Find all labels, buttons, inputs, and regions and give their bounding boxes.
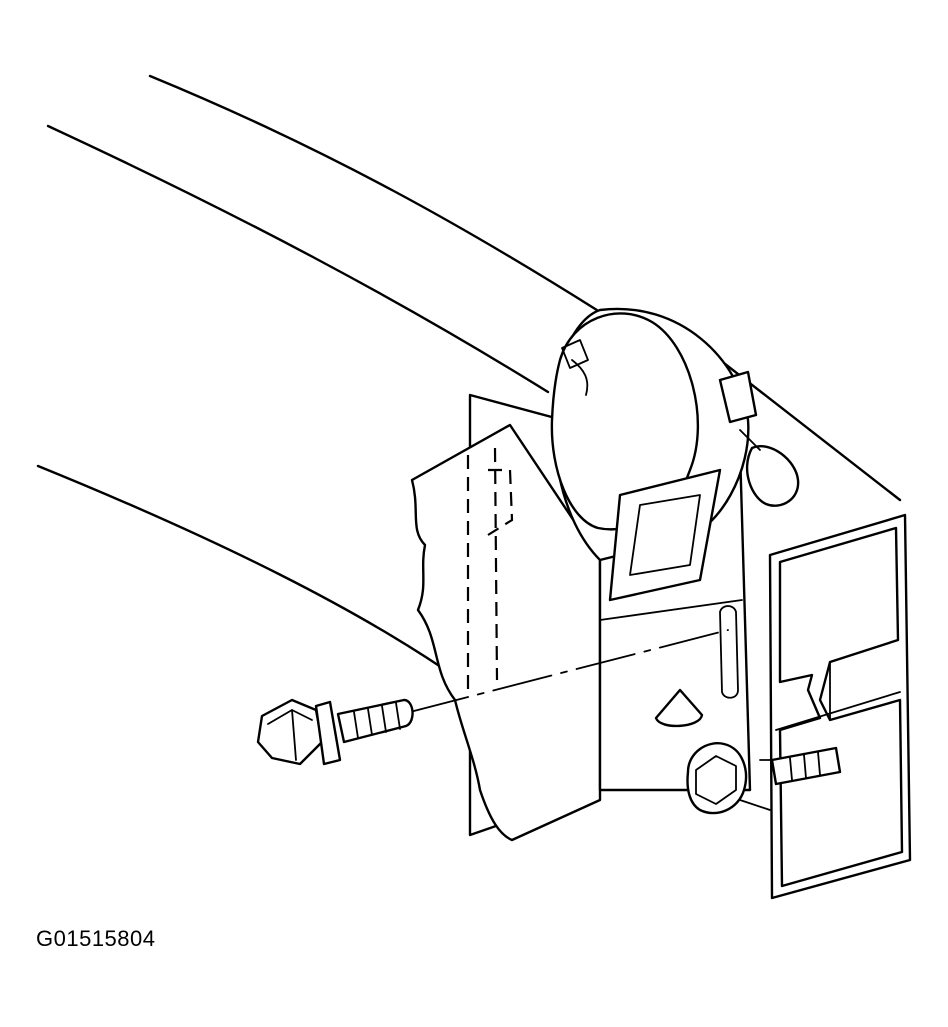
alignment-line (409, 629, 729, 713)
installed-bolt (686, 742, 842, 815)
loose-bolt (256, 698, 414, 766)
hidden-outline (466, 447, 514, 690)
figure-id-label: G01515804 (36, 926, 156, 951)
frame-channel (739, 513, 912, 900)
horn (550, 307, 800, 602)
mounting-bracket (410, 393, 752, 842)
